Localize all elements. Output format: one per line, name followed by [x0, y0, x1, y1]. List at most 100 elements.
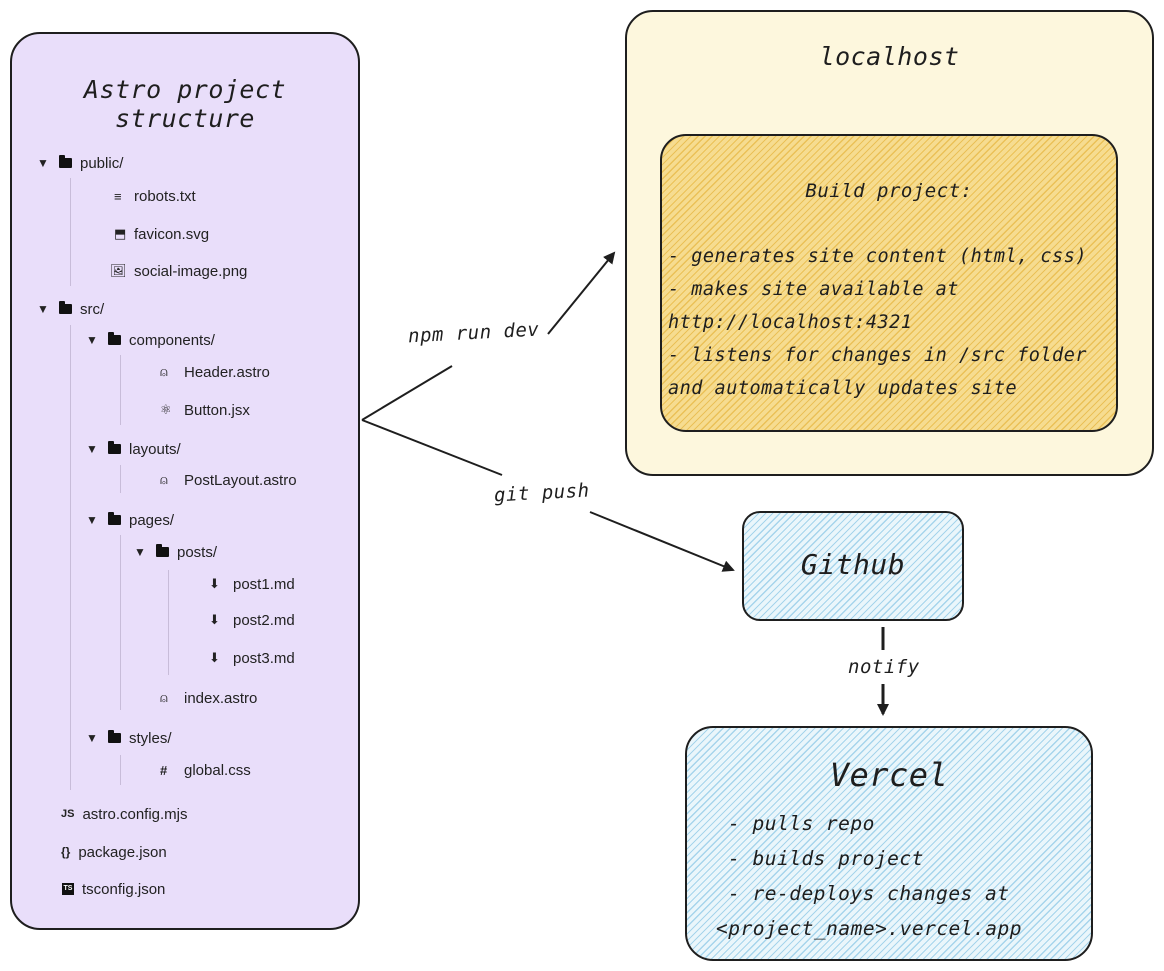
tree-row-label: package.json — [78, 843, 167, 861]
tree-row-index-astro: ⍝ index.astro — [160, 687, 257, 709]
project-structure-panel — [10, 32, 360, 930]
tree-row-social-image: 🖼 social-image.png — [110, 260, 247, 282]
image-file-icon: 🖼 — [110, 263, 127, 278]
build-line: - listens for changes in /src folder — [668, 345, 1087, 366]
tree-guide-src — [70, 325, 71, 790]
tree-row-label: tsconfig.json — [82, 880, 166, 898]
tree-title: Astro project structure — [83, 75, 287, 133]
caret-down-icon: ▼ — [86, 513, 98, 527]
tree-row-label: components/ — [129, 331, 215, 349]
tree-row-favicon: ⬒ favicon.svg — [114, 223, 209, 245]
build-line: and automatically updates site — [668, 378, 1018, 399]
tree-guide-layouts — [120, 465, 121, 493]
braces-icon: {} — [61, 845, 71, 859]
folder-icon — [59, 155, 72, 168]
arrow-git-push — [361, 419, 503, 476]
svg-file-icon: ⬒ — [114, 226, 127, 241]
vercel-description: - pulls repo - builds project - re-deplo… — [690, 806, 1090, 946]
tree-row-label: robots.txt — [134, 187, 196, 205]
tree-guide-pages — [120, 535, 121, 710]
astro-icon: ⍝ — [160, 690, 168, 705]
tree-row-label: pages/ — [129, 511, 175, 529]
caret-down-icon: ▼ — [86, 442, 98, 456]
caret-down-icon: ▼ — [37, 156, 49, 170]
tree-row-button-jsx: ⚛ Button.jsx — [160, 399, 250, 421]
notify-label: notify — [848, 656, 920, 678]
markdown-icon: ⬇ — [209, 650, 220, 665]
tree-row-label: astro.config.mjs — [82, 805, 188, 823]
tree-guide-styles — [120, 755, 121, 785]
tree-row-postlayout: ⍝ PostLayout.astro — [160, 469, 297, 491]
astro-icon: ⍝ — [160, 472, 168, 487]
tree-row-label: post2.md — [233, 611, 295, 629]
folder-icon — [108, 512, 121, 525]
tree-row-components: ▼ components/ — [86, 329, 215, 351]
tree-row-label: social-image.png — [134, 262, 248, 280]
build-project-description: - generates site content (html, css) - m… — [668, 240, 1118, 405]
tree-row-robots: ≡ robots.txt — [114, 185, 196, 207]
vercel-line: - pulls repo — [728, 812, 875, 835]
caret-down-icon: ▼ — [86, 333, 98, 347]
github-title: Github — [800, 548, 906, 581]
tree-guide-public — [70, 178, 71, 286]
vercel-line: <project_name>.vercel.app — [716, 917, 1022, 940]
tree-row-label: public/ — [80, 154, 124, 172]
tree-row-label: Header.astro — [184, 363, 270, 381]
tree-row-styles: ▼ styles/ — [86, 727, 172, 749]
tree-row-post2: ⬇ post2.md — [209, 609, 295, 631]
tree-row-label: posts/ — [177, 543, 218, 561]
tree-row-src: ▼ src/ — [37, 298, 104, 320]
tree-row-post1: ⬇ post1.md — [209, 573, 295, 595]
build-project-title: Build project: — [805, 180, 973, 202]
tree-row-label: post3.md — [233, 649, 295, 667]
tree-row-layouts: ▼ layouts/ — [86, 438, 181, 460]
js-icon: JS — [61, 808, 75, 820]
tree-row-label: PostLayout.astro — [184, 471, 297, 489]
tree-row-public: ▼ public/ — [37, 152, 123, 174]
tree-row-label: post1.md — [233, 575, 295, 593]
tree-row-header-astro: ⍝ Header.astro — [160, 361, 270, 383]
ts-icon: TS — [62, 883, 74, 895]
tree-row-label: layouts/ — [129, 440, 181, 458]
folder-icon — [156, 544, 169, 557]
markdown-icon: ⬇ — [209, 612, 220, 627]
vercel-title: Vercel — [829, 756, 949, 794]
caret-down-icon: ▼ — [134, 545, 146, 559]
hash-icon: # — [160, 762, 168, 778]
vercel-line: - builds project — [728, 847, 924, 870]
build-line: http://localhost:4321 — [668, 312, 913, 333]
tree-row-posts: ▼ posts/ — [134, 541, 217, 563]
tree-guide-components — [120, 355, 121, 425]
tree-row-label: index.astro — [184, 689, 258, 707]
react-icon: ⚛ — [160, 402, 172, 417]
build-line: - generates site content (html, css) — [668, 246, 1087, 267]
vercel-box — [685, 726, 1093, 961]
tree-row-global-css: # global.css — [160, 759, 251, 781]
arrow-git-push-tail — [589, 511, 735, 572]
build-line: - makes site available at — [668, 279, 959, 300]
folder-icon — [59, 301, 72, 314]
tree-guide-posts — [168, 570, 169, 675]
tree-row-label: global.css — [184, 761, 251, 779]
tree-row-label: favicon.svg — [134, 225, 210, 243]
tree-row-astro-config: JS astro.config.mjs — [61, 803, 188, 825]
tree-row-package-json: {} package.json — [61, 841, 167, 863]
arrow-npm-run-dev-tail — [547, 251, 616, 335]
tree-row-tsconfig: TS tsconfig.json — [62, 878, 165, 900]
tree-row-pages: ▼ pages/ — [86, 509, 174, 531]
caret-down-icon: ▼ — [86, 731, 98, 745]
tree-row-post3: ⬇ post3.md — [209, 647, 295, 669]
folder-icon — [108, 441, 121, 454]
folder-icon — [108, 730, 121, 743]
tree-row-label: Button.jsx — [184, 401, 250, 419]
vercel-line: - re-deploys changes at — [728, 882, 1010, 905]
caret-down-icon: ▼ — [37, 302, 49, 316]
markdown-icon: ⬇ — [209, 576, 220, 591]
tree-row-label: src/ — [80, 300, 105, 318]
text-file-icon: ≡ — [114, 188, 122, 204]
arrow-npm-run-dev — [361, 365, 453, 421]
github-box — [742, 511, 964, 621]
build-project-box — [660, 134, 1118, 432]
folder-icon — [108, 332, 121, 345]
